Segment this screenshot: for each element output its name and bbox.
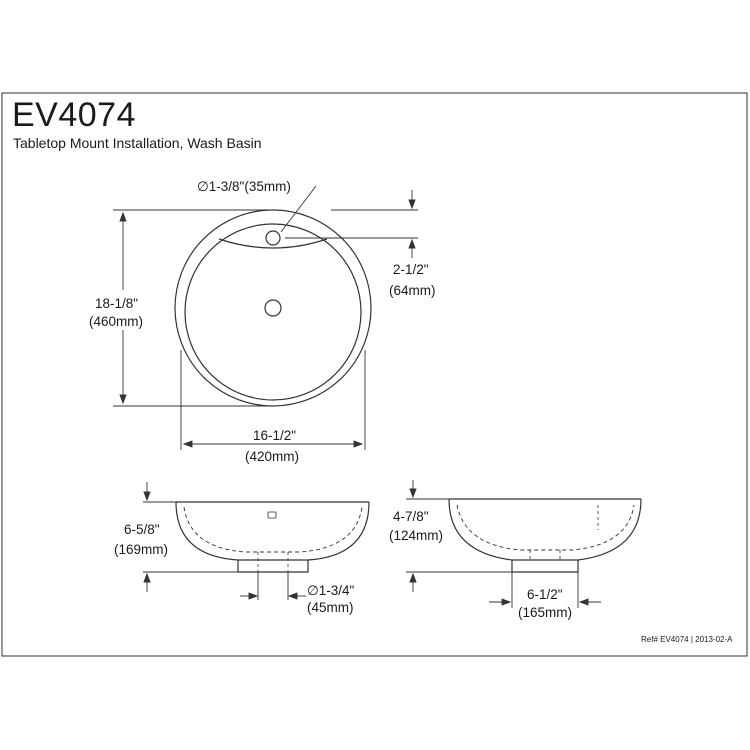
length-dimension-mm: (460mm) — [89, 314, 144, 329]
width-dimension-in: 16-1/2" — [253, 428, 297, 443]
side-height-dimension-mm: (124mm) — [389, 528, 444, 543]
side-inner — [456, 504, 635, 551]
front-overflow — [267, 511, 277, 519]
basin-inner-rim — [184, 223, 362, 401]
width-dimension-mm: (420mm) — [245, 449, 300, 464]
product-description: Tabletop Mount Installation, Wash Basin — [13, 135, 262, 151]
model-number: EV4074 — [12, 96, 136, 134]
front-height-dimension-mm: (169mm) — [114, 542, 169, 557]
reference-number: Ref# EV4074 | 2013-02-A — [641, 635, 733, 644]
faucet-hole-dimension: ∅1-3/8"(35mm) — [197, 179, 291, 194]
side-base — [511, 560, 579, 573]
offset-dimension-in: 2-1/2" — [393, 262, 429, 277]
drain-dimension-in: ∅1-3/4" — [307, 583, 355, 598]
front-bowl — [175, 501, 370, 561]
side-height-dimension-in: 4-7/8" — [393, 509, 429, 524]
faucet-deck — [218, 238, 328, 249]
base-dimension-in: 6-1/2" — [527, 587, 563, 602]
front-view-dimensions — [143, 482, 306, 600]
front-height-dimension-in: 6-5/8" — [124, 522, 160, 537]
top-view-dimensions — [113, 185, 418, 450]
side-view — [448, 498, 642, 573]
front-view — [175, 501, 370, 573]
border — [1, 92, 748, 657]
front-inner — [183, 506, 363, 553]
side-bowl — [448, 498, 642, 561]
offset-dimension-mm: (64mm) — [389, 283, 436, 298]
drain-hole — [264, 299, 282, 317]
top-view — [174, 209, 372, 407]
side-view-dimensions — [406, 480, 601, 608]
faucet-hole — [265, 230, 281, 246]
drain-dimension-mm: (45mm) — [307, 600, 354, 615]
front-base — [237, 560, 309, 573]
length-dimension-in: 18-1/8" — [95, 296, 139, 311]
basin-outer-rim — [174, 209, 372, 407]
base-dimension-mm: (165mm) — [518, 605, 573, 620]
